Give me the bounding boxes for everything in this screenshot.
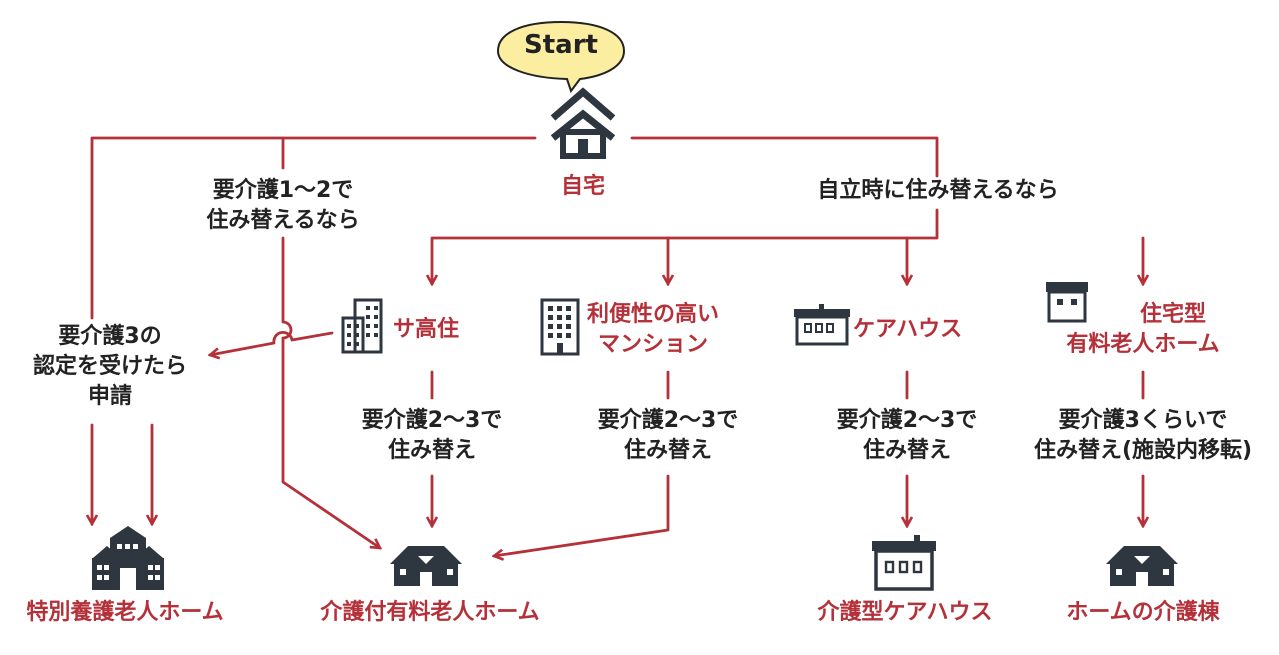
- apartment-building-icon: [341, 298, 383, 354]
- branch-care3-line2: 認定を受けたら: [32, 354, 188, 379]
- branch-care3-line3: 申請: [87, 384, 133, 409]
- branch-care3-line1: 要介護3の: [58, 324, 162, 349]
- transition-sakouju-line1: 要介護2～3で: [361, 408, 503, 433]
- care-home-icon: [390, 546, 462, 586]
- transition-carehouse-line1: 要介護2～3で: [836, 408, 978, 433]
- care-building-icon: [872, 535, 936, 591]
- facility-mansion-line2: マンション: [597, 332, 709, 357]
- facility-jutaku-line1: 住宅型: [1139, 302, 1206, 327]
- home-icon: [550, 87, 616, 159]
- connector-lines: [92, 136, 1143, 556]
- facility-jutaku-label: 住宅型 有料老人ホーム: [1066, 300, 1219, 360]
- destination-kaigotsuki-label: 介護付有料老人ホーム: [320, 600, 540, 625]
- destination-kaigotou-label: ホームの介護棟: [1066, 600, 1220, 625]
- transition-jutaku-line2: 住み替え(施設内移転): [1033, 438, 1253, 463]
- care-ward-icon: [1106, 546, 1178, 586]
- branch-care3-label: 要介護3の 認定を受けたら 申請: [33, 322, 187, 412]
- home-label: 自宅: [560, 174, 606, 199]
- transition-jutaku-line1: 要介護3くらいで: [1058, 408, 1228, 433]
- branch-care12-line1: 要介護1～2で: [212, 178, 354, 203]
- transition-jutaku-label: 要介護3くらいで 住み替え(施設内移転): [1034, 406, 1252, 466]
- branch-independent-label: 自立時に住み替えるなら: [817, 178, 1059, 203]
- transition-sakouju-label: 要介護2～3で 住み替え: [362, 406, 503, 466]
- transition-carehouse-label: 要介護2～3で 住み替え: [837, 406, 978, 466]
- transition-carehouse-line2: 住み替え: [862, 438, 951, 463]
- destination-carehouse-type-label: 介護型ケアハウス: [817, 600, 993, 625]
- start-label: Start: [524, 30, 598, 60]
- carehouse-building-icon: [794, 304, 850, 346]
- facility-sakouju-label: サ高住: [393, 317, 460, 342]
- transition-mansion-line1: 要介護2～3で: [597, 408, 739, 433]
- office-building-icon: [540, 298, 580, 356]
- branch-care12-label: 要介護1～2で 住み替えるなら: [206, 176, 359, 236]
- transition-mansion-line2: 住み替え: [623, 438, 712, 463]
- destination-tokuyou-label: 特別養護老人ホーム: [26, 600, 224, 625]
- facility-mansion-line1: 利便性の高い: [586, 302, 720, 327]
- transition-sakouju-line2: 住み替え: [387, 438, 476, 463]
- nursing-home-icon: [92, 526, 164, 590]
- branch-care12-line2: 住み替えるなら: [206, 208, 360, 233]
- transition-mansion-label: 要介護2～3で 住み替え: [598, 406, 739, 466]
- facility-jutaku-line2: 有料老人ホーム: [1066, 332, 1220, 357]
- house-icon: [1046, 282, 1088, 323]
- facility-carehouse-label: ケアハウス: [853, 317, 963, 342]
- facility-mansion-label: 利便性の高い マンション: [587, 300, 719, 360]
- start-bubble: [496, 20, 626, 94]
